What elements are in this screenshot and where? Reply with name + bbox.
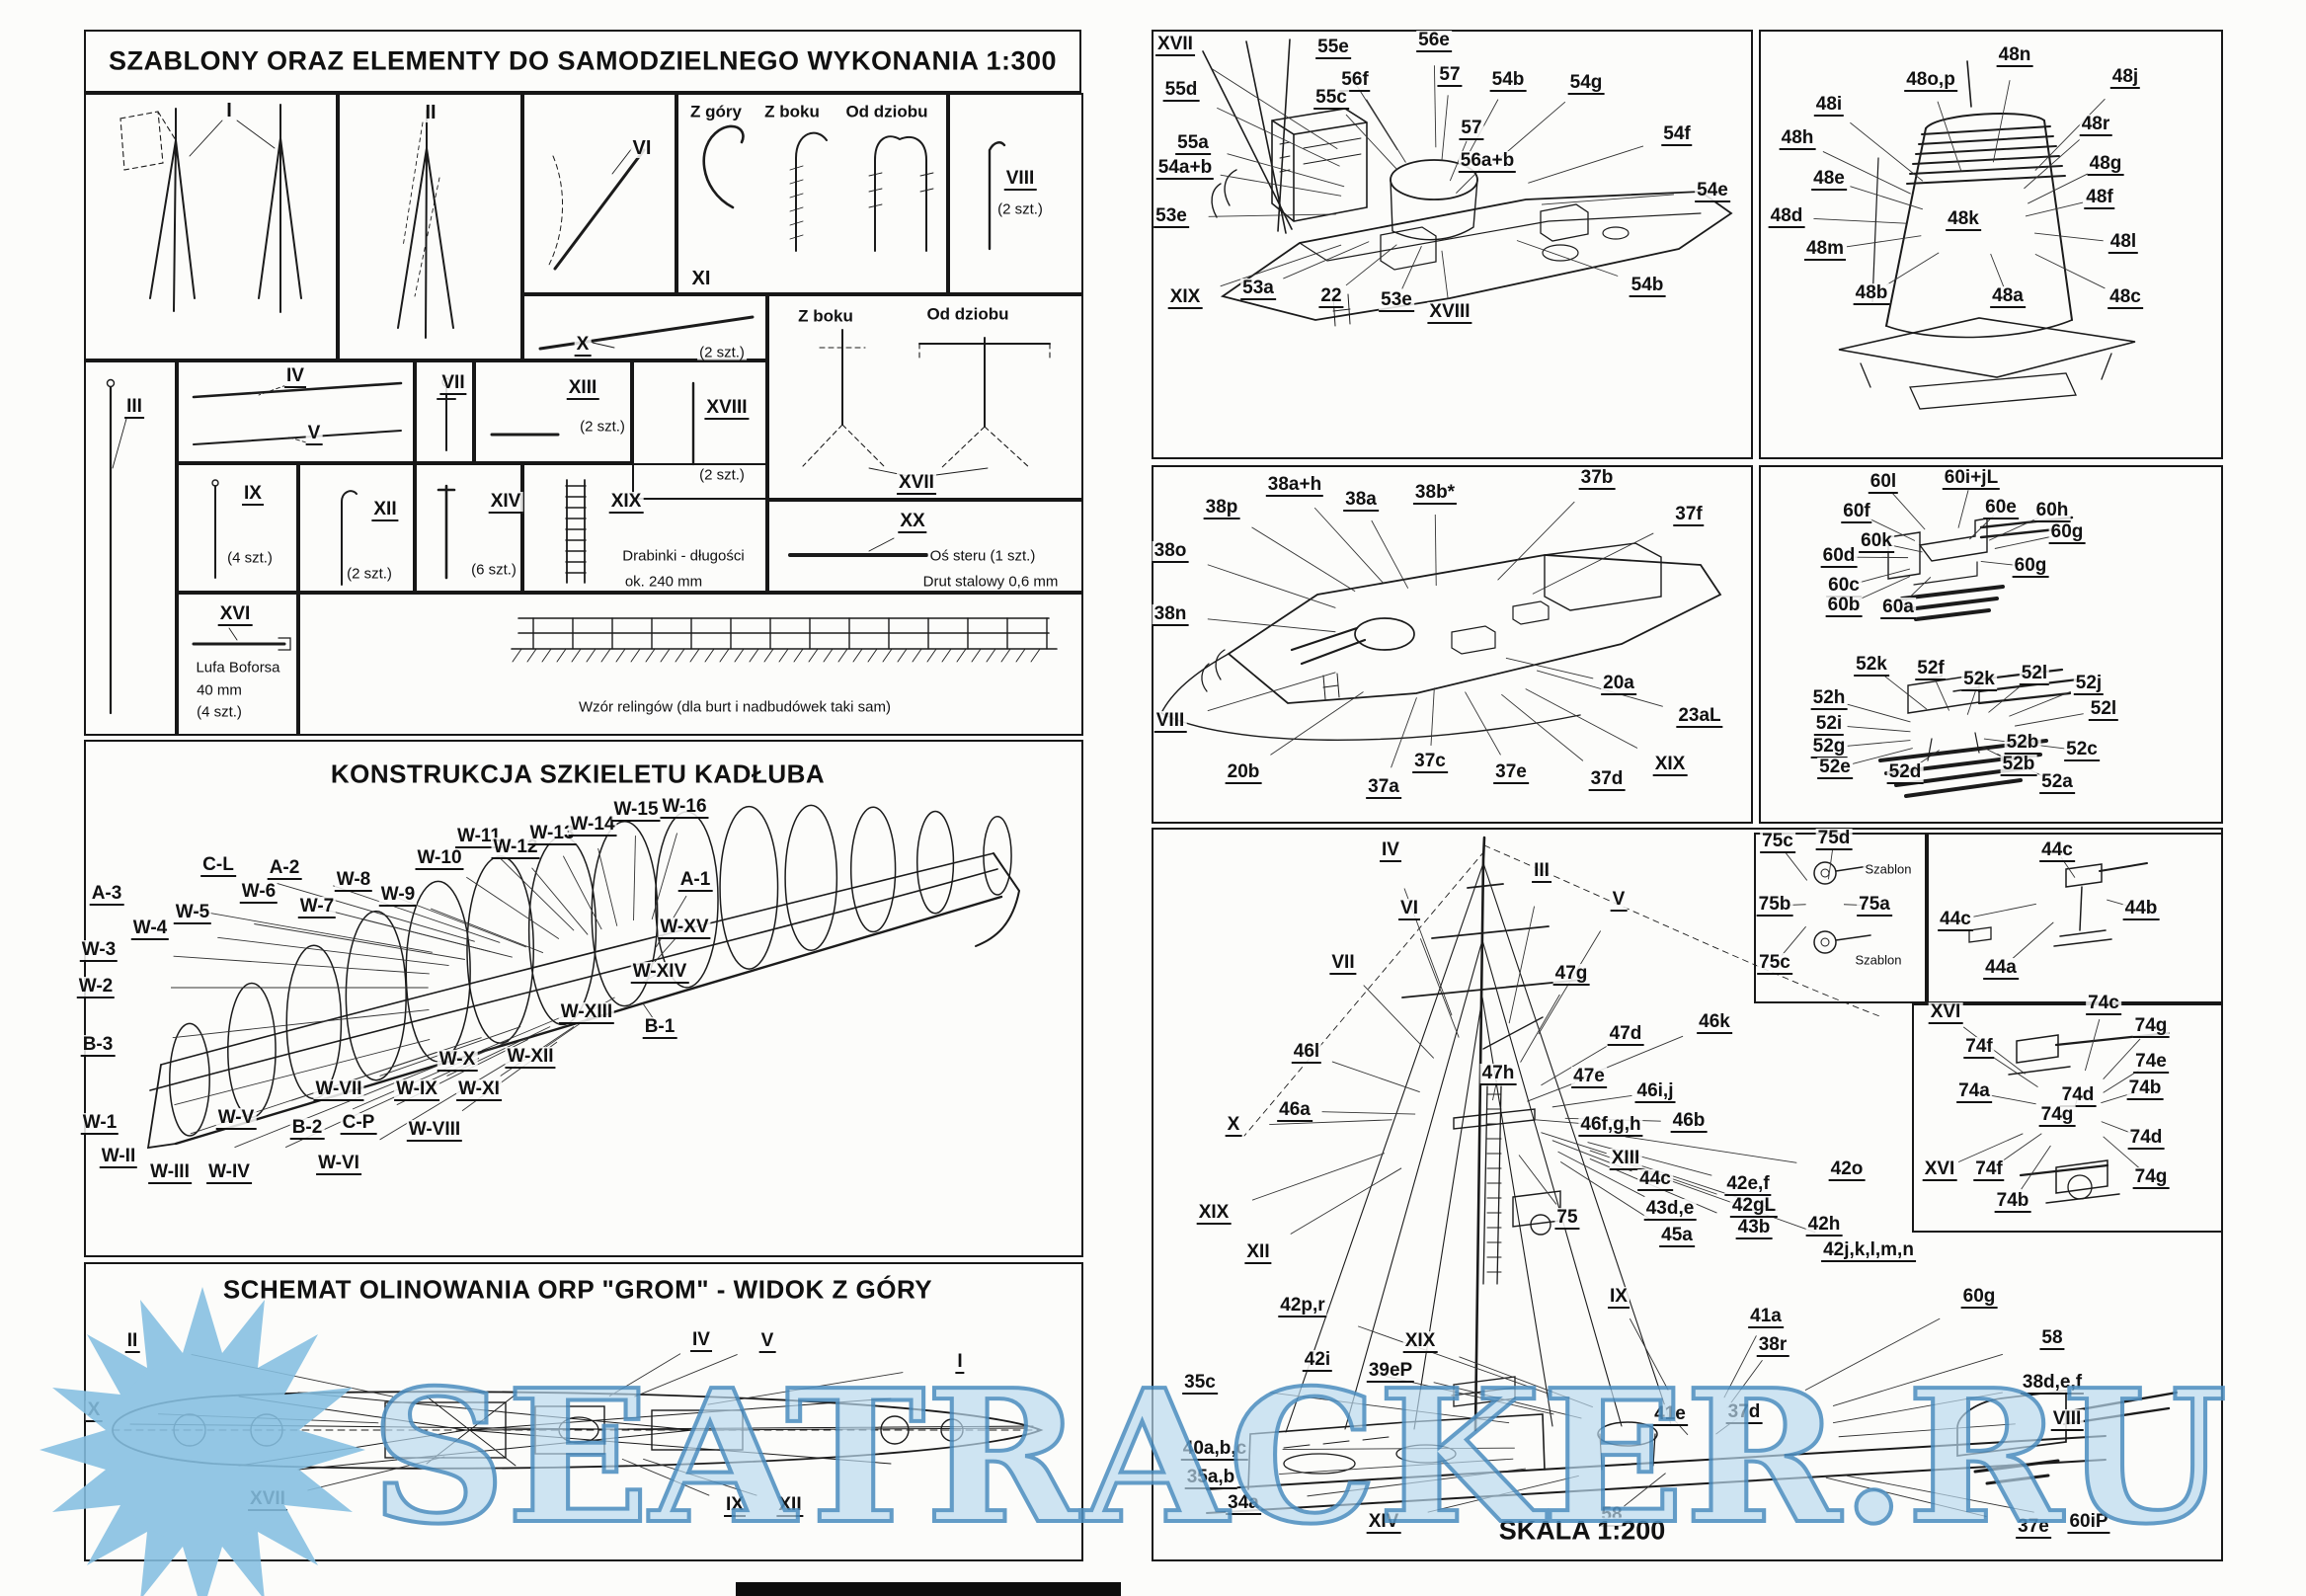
funnel-drawing bbox=[1838, 60, 2136, 410]
scan-artifact-bar bbox=[736, 1582, 1121, 1596]
box-template-iv-v bbox=[177, 360, 415, 463]
watermark-text: SEATRACKER.RU bbox=[370, 1349, 2227, 1564]
box-templates-title bbox=[84, 30, 1081, 93]
rigging-title: SCHEMAT OLINOWANIA ORP "GROM" - WIDOK Z … bbox=[222, 1274, 933, 1305]
box-gun-74 bbox=[1912, 1003, 2223, 1233]
box-template-i bbox=[84, 93, 338, 360]
skeleton-title: KONSTRUKCJA SZKIELETU KADŁUBA bbox=[330, 758, 826, 789]
box-funnel-assembly bbox=[1759, 30, 2223, 459]
box-aa-guns bbox=[1759, 465, 2223, 824]
mast-drawing bbox=[1206, 836, 2179, 1514]
box-template-xx bbox=[767, 500, 1083, 593]
box-template-xiii bbox=[474, 360, 632, 463]
bridge-assembly-drawing bbox=[1202, 39, 1733, 327]
box-template-vi bbox=[522, 93, 676, 294]
box-hull-skeleton bbox=[84, 740, 1083, 1257]
procedural-line-art bbox=[169, 125, 2066, 1273]
templates-title: SZABLONY ORAZ ELEMENTY DO SAMODZIELNEGO … bbox=[108, 45, 1058, 76]
box-gun-44 bbox=[1927, 833, 2223, 1003]
sun-logo-core bbox=[108, 1355, 297, 1545]
aa-guns-drawing bbox=[1878, 516, 2080, 798]
box-template-xvii bbox=[767, 294, 1083, 500]
templates-75-drawing bbox=[1813, 861, 1871, 954]
box-railings-pattern bbox=[298, 593, 1083, 736]
box-template-viii bbox=[948, 93, 1083, 294]
gun-44-drawing bbox=[1968, 862, 2148, 947]
box-template-xii bbox=[298, 463, 415, 593]
box-template-vii bbox=[415, 360, 474, 463]
box-template-xix bbox=[522, 463, 767, 593]
box-template-ix bbox=[177, 463, 298, 593]
box-template-x bbox=[522, 294, 767, 360]
box-template-iii bbox=[84, 360, 177, 736]
box-bridge-assembly bbox=[1152, 30, 1753, 459]
aft-deckhouse-drawing bbox=[1160, 542, 1722, 741]
box-template-xvi bbox=[177, 593, 298, 736]
box-aft-deckhouse bbox=[1152, 465, 1753, 824]
box-template-xiv bbox=[415, 463, 522, 593]
box-template-xviii bbox=[632, 360, 767, 500]
box-template-ii bbox=[338, 93, 522, 360]
box-template-davits bbox=[676, 93, 948, 294]
